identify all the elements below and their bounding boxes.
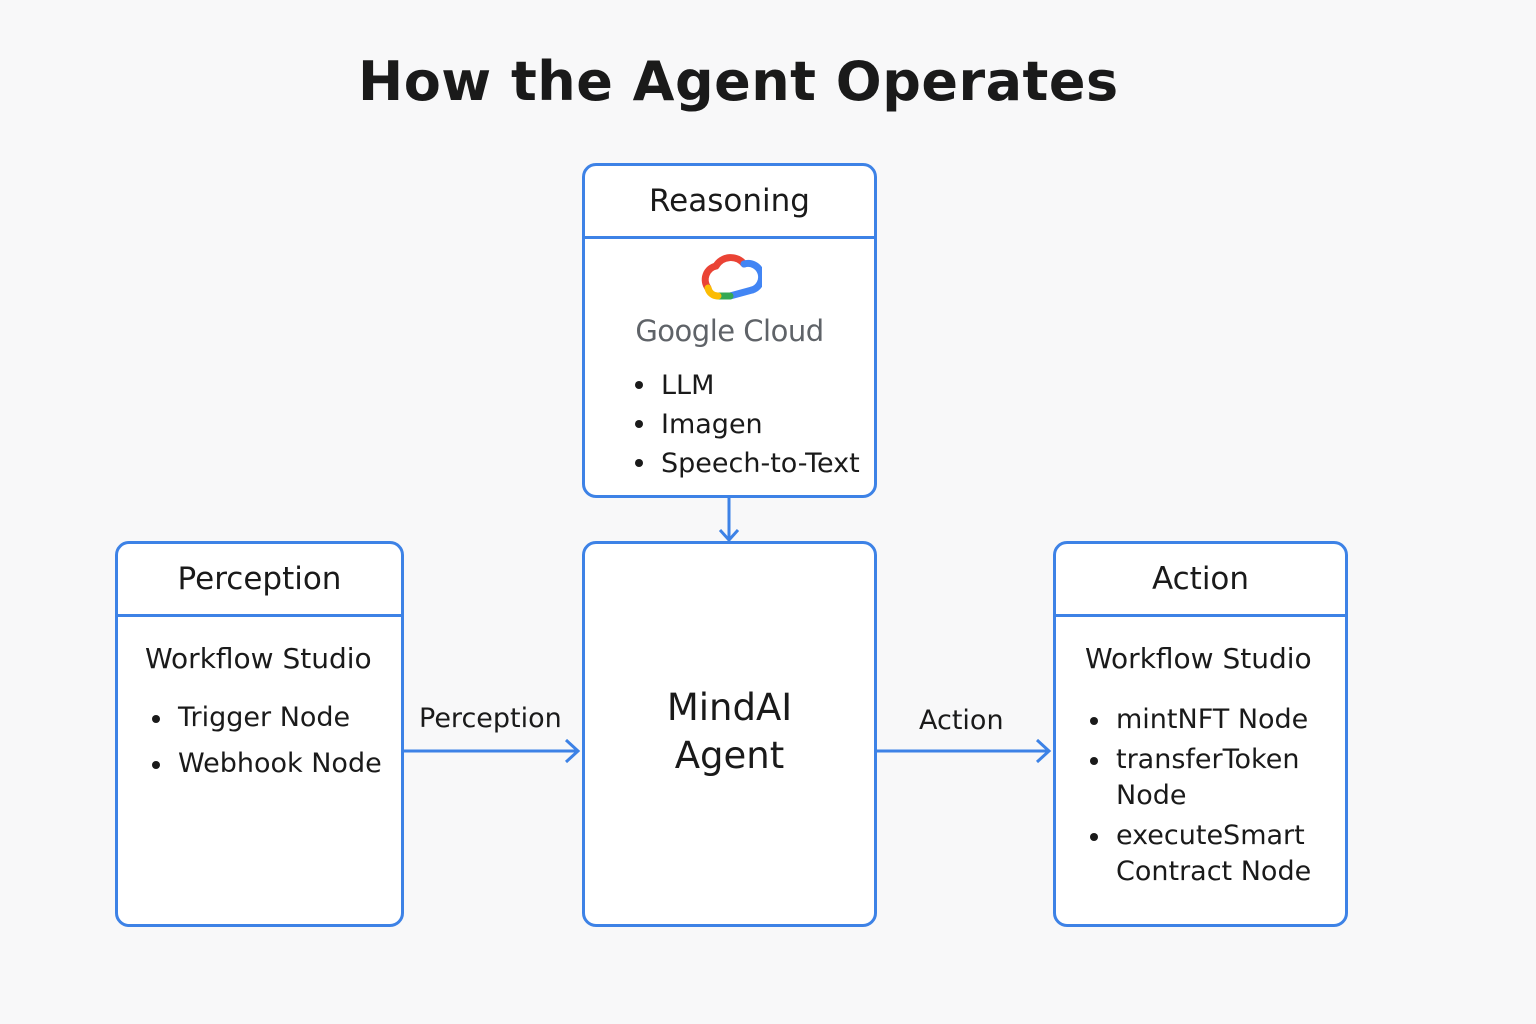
action-section-title: Workflow Studio — [1085, 642, 1312, 675]
agent-label: MindAI Agent — [585, 684, 874, 780]
action-box: Action Workflow Studio mintNFT Node tran… — [1053, 541, 1348, 927]
perception-connector-label: Perception — [419, 703, 562, 734]
arrow-right-icon — [877, 738, 1052, 764]
action-item: transferToken Node — [1090, 742, 1341, 814]
perception-item: Trigger Node — [152, 700, 388, 736]
agent-label-line2: Agent — [674, 734, 785, 777]
perception-header: Perception — [118, 544, 401, 617]
google-cloud-label: Google Cloud — [635, 314, 824, 348]
reasoning-header: Reasoning — [585, 166, 874, 239]
reasoning-item: LLM — [635, 366, 860, 405]
reasoning-box: Reasoning Google Cloud LLM Imagen Speech… — [582, 163, 877, 498]
perception-box: Perception Workflow Studio Trigger Node … — [115, 541, 404, 927]
reasoning-list: LLM Imagen Speech-to-Text — [635, 366, 860, 483]
action-header: Action — [1056, 544, 1345, 617]
agent-box: MindAI Agent — [582, 541, 877, 927]
action-item: mintNFT Node — [1090, 702, 1341, 738]
google-cloud-logo-icon — [701, 254, 762, 300]
action-item: executeSmart Contract Node — [1090, 818, 1341, 890]
arrow-right-icon — [404, 738, 581, 764]
perception-list: Trigger Node Webhook Node — [152, 700, 388, 792]
reasoning-item: Imagen — [635, 405, 860, 444]
perception-section-title: Workflow Studio — [145, 642, 372, 675]
action-connector-label: Action — [919, 705, 1004, 736]
reasoning-item: Speech-to-Text — [635, 444, 860, 483]
arrow-down-icon — [718, 498, 740, 543]
action-list: mintNFT Node transferToken Node executeS… — [1090, 702, 1341, 894]
diagram-title: How the Agent Operates — [358, 50, 1119, 113]
agent-label-line1: MindAI — [666, 686, 793, 729]
perception-item: Webhook Node — [152, 746, 388, 782]
